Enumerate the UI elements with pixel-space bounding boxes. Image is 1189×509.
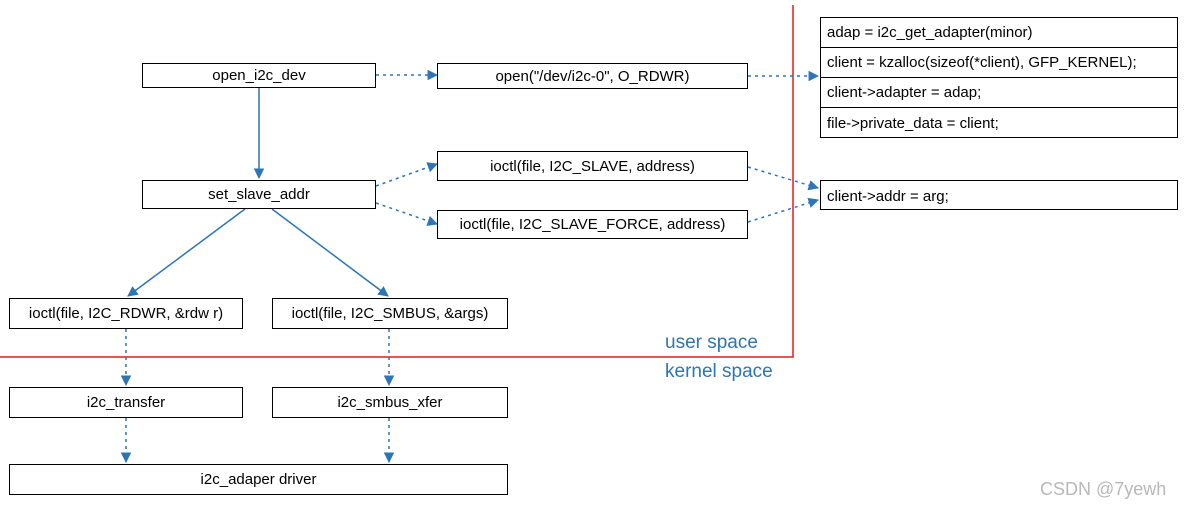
ioctl-smbus-box: ioctl(file, I2C_SMBUS, &args) [272, 298, 508, 329]
arrow-setslave-to-ioctl-slave [375, 162, 438, 187]
ioctl-slave-force-box: ioctl(file, I2C_SLAVE_FORCE, address) [437, 210, 748, 239]
kernel-open-step: file->private_data = client; [827, 114, 999, 132]
i2c-transfer-box: i2c_transfer [9, 387, 243, 418]
arrow-setslave-to-rdwr [127, 208, 246, 297]
i2c-smbus-xfer-box: i2c_smbus_xfer [272, 387, 508, 418]
open-i2c-dev-box: open_i2c_dev [142, 63, 376, 88]
ioctl-rdwr-box: ioctl(file, I2C_RDWR, &rdw r) [9, 298, 243, 329]
user-space-label: user space [665, 332, 758, 353]
open-call-box: open("/dev/i2c-0", O_RDWR) [437, 63, 748, 89]
watermark: CSDN @7yewh [1040, 479, 1167, 499]
kernel-addr-step: client->addr = arg; [820, 180, 1178, 210]
kernel-open-step: client = kzalloc(sizeof(*client), GFP_KE… [821, 48, 1177, 78]
kernel-open-step: adap = i2c_get_adapter(minor) [821, 18, 1177, 48]
i2c-adapter-driver-box: i2c_adaper driver [9, 464, 508, 495]
arrow-setslave-to-ioctl-force [375, 202, 438, 226]
kernel-open-steps: adap = i2c_get_adapter(minor) client = k… [820, 17, 1178, 138]
kernel-open-step: client->adapter = adap; [821, 78, 1177, 108]
arrow-ioctl-slave-to-addr [747, 166, 820, 191]
arrow-ioctl-force-to-addr [747, 197, 820, 223]
arrow-setslave-to-smbus [271, 208, 389, 297]
set-slave-addr-box: set_slave_addr [142, 180, 376, 209]
kernel-addr-text: client->addr = arg; [827, 187, 949, 205]
ioctl-slave-box: ioctl(file, I2C_SLAVE, address) [437, 151, 748, 181]
kernel-space-label: kernel space [665, 361, 773, 382]
user-kernel-boundary [0, 5, 794, 358]
